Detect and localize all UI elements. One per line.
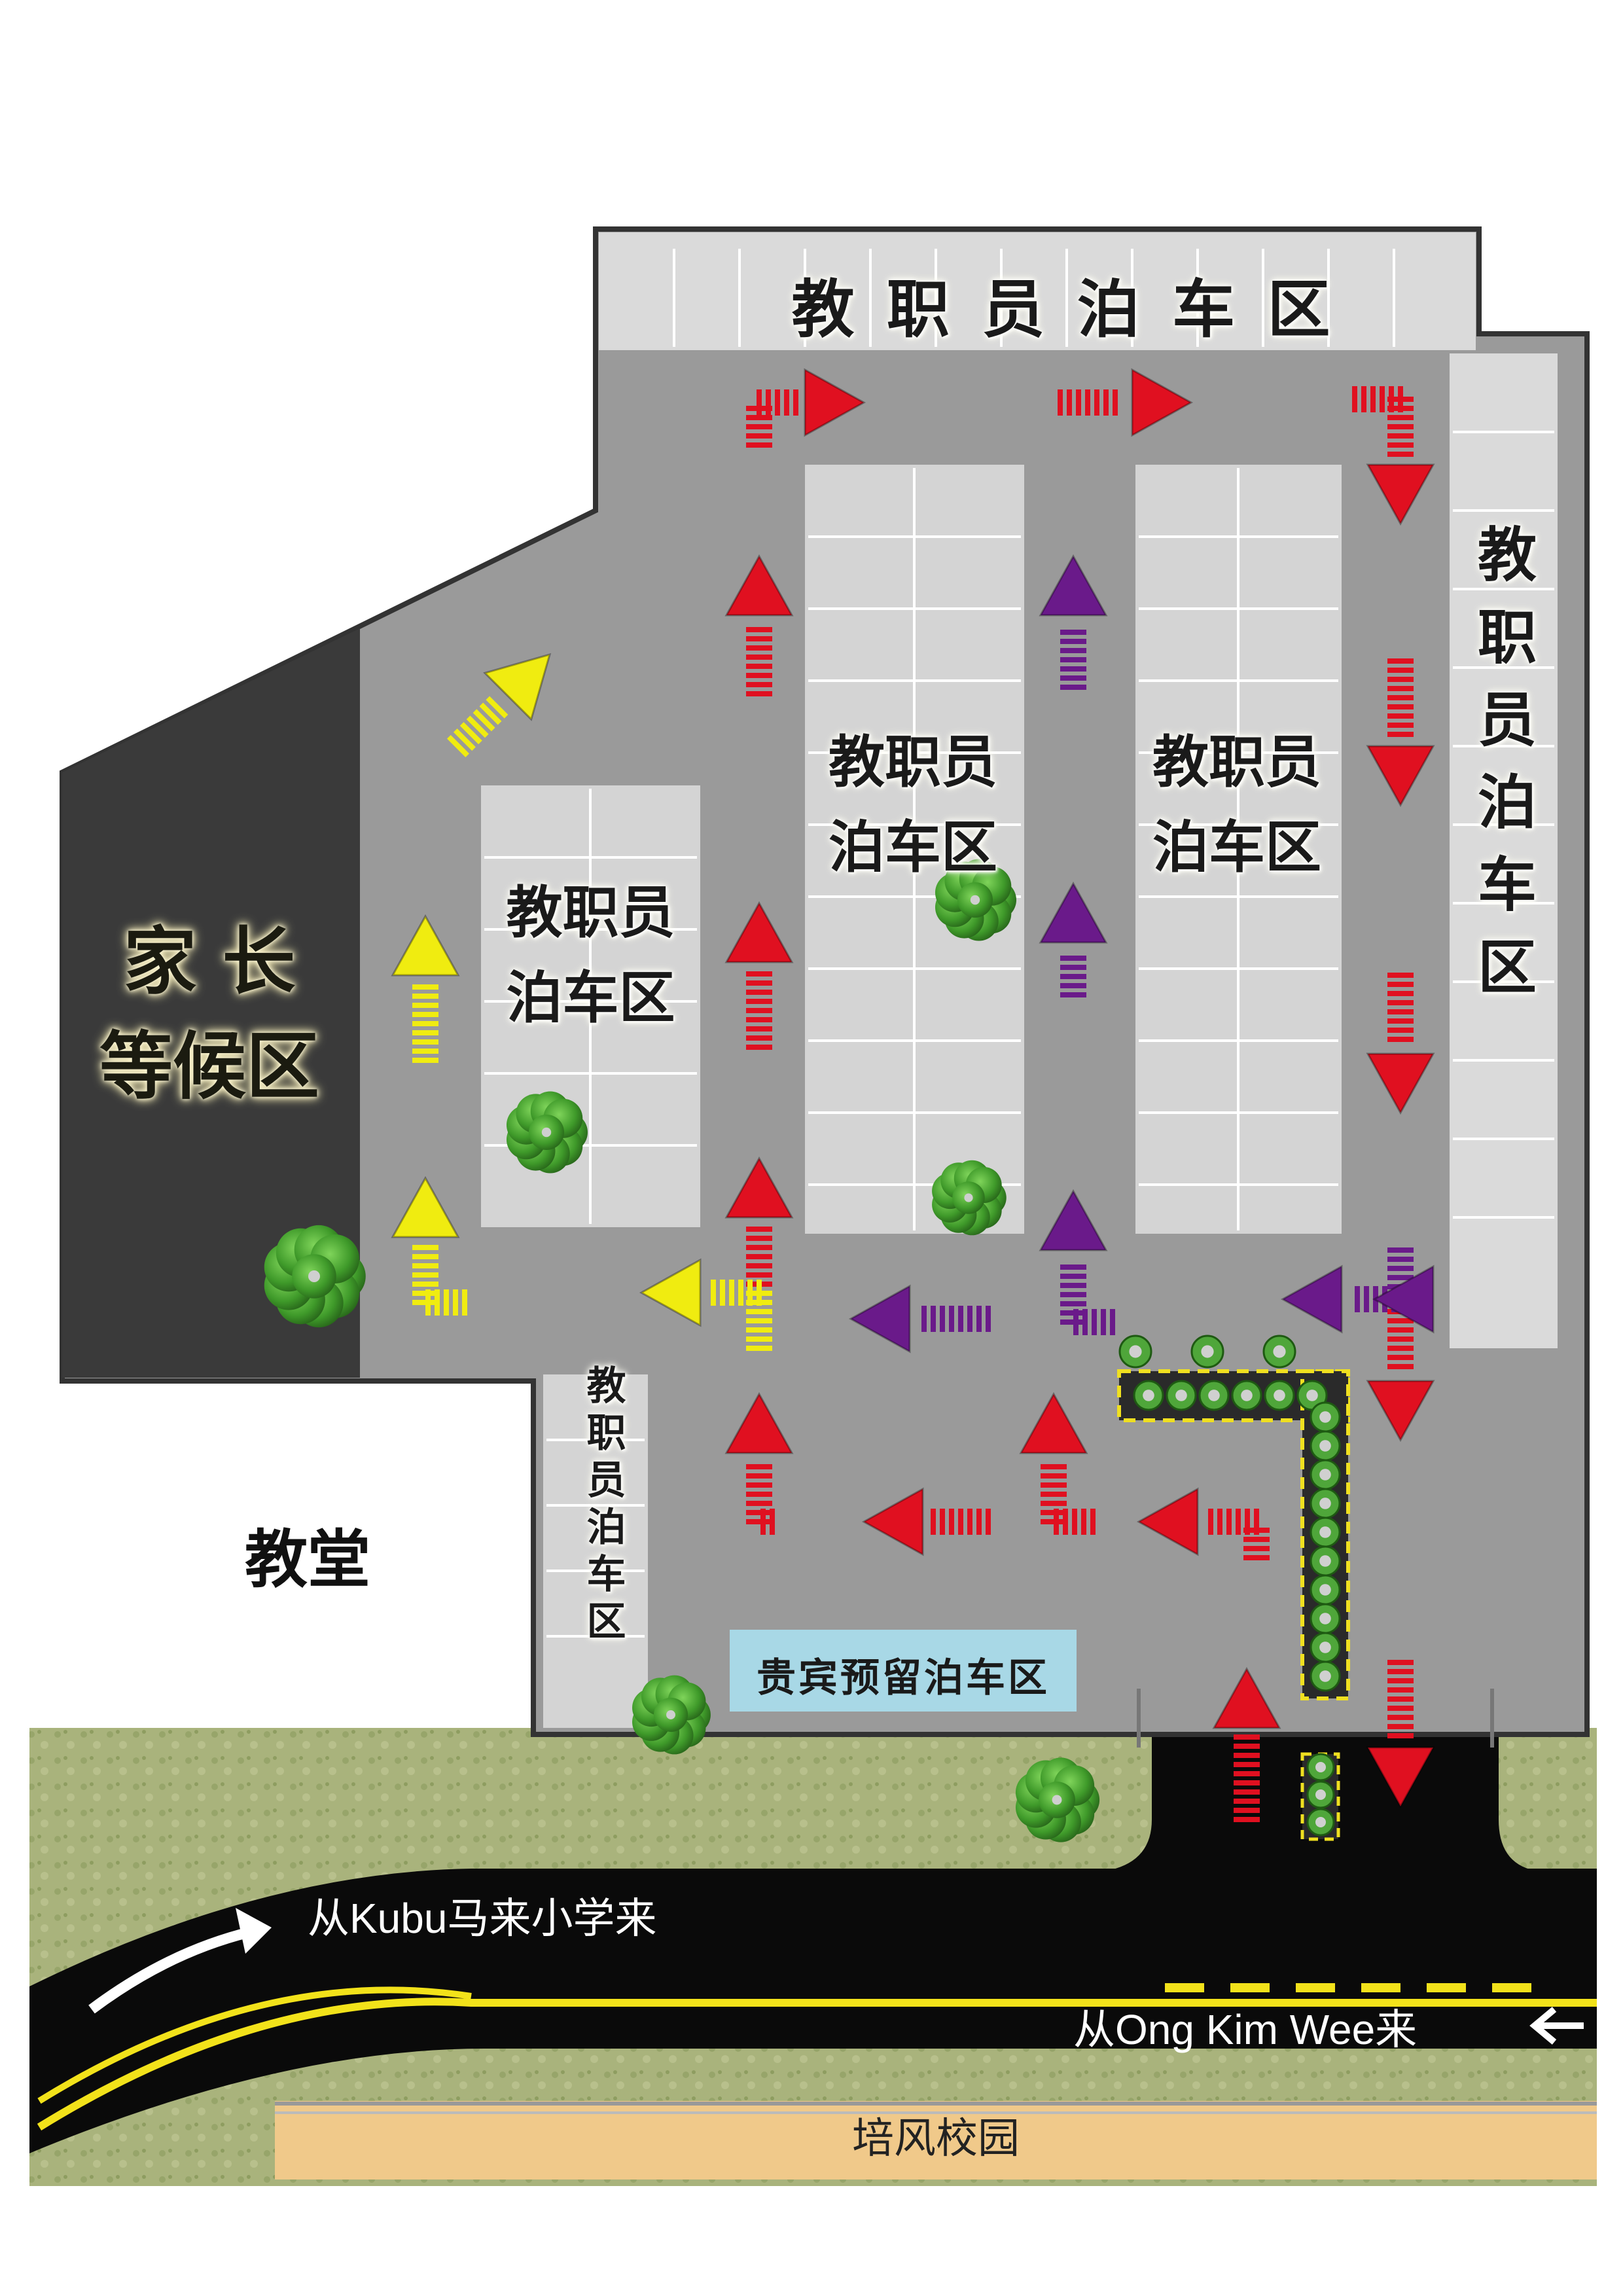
parents-waiting-area [62,628,360,1378]
purple-arrow [1039,554,1108,690]
peifeng-campus-label: 培风校园 [852,2115,1020,2163]
hedge-shrubs [1118,1335,1341,1837]
red-arrow-head [724,1391,794,1524]
tree-icon [264,1225,366,1328]
yellow-arrow [391,914,460,1063]
staff-parking-right-area [1450,353,1558,1348]
from-ong-kim-wee-label: 从Ong Kim Wee来 [1073,2006,1418,2053]
from-kubu-arrow-icon [88,1926,257,2014]
staff-parking-left-label: 教职员 泊车区 [506,880,675,1031]
red-arrow [1366,658,1435,808]
tree-icon [632,1675,711,1755]
staff-parking-top-label: 教 职 员 泊 车 区 [791,272,1336,346]
tree-icon [935,859,1016,941]
vip-reserved-area [730,1630,1077,1712]
staff-parking-center-label: 教职员 泊车区 [1152,729,1321,880]
vip-reserved-label: 贵宾预留泊车区 [757,1655,1050,1701]
from-kubu-arrowhead-icon [236,1908,272,1954]
traffic-arrows [391,368,1435,1822]
purple-arrow [1039,881,1108,997]
road-center-line [37,1998,1597,2131]
from-kubu-label: 从Kubu马来小学来 [308,1895,657,1942]
main-road [29,1869,1597,2153]
gate-posts [1137,1689,1494,1748]
red-arrow [1366,973,1435,1115]
red-arrow [724,554,794,696]
church-label: 教堂 [245,1522,370,1596]
red-arrow [1058,368,1194,437]
yellow-arrow-head [391,1175,460,1305]
red-arrow-head [1019,1391,1088,1524]
tree-icon [506,1091,588,1174]
purple-arrow-stub-head [1372,1265,1435,1334]
tree-icon [1015,1757,1100,1842]
trees [264,859,1100,1842]
parents-waiting-label: 家 长 等候区 [99,919,319,1109]
red-arrow-head [1366,397,1435,526]
staff-parking-right-label: 教职员泊车区 [1467,524,1537,1018]
red-arrow [1366,1660,1435,1809]
red-arrow [861,1487,991,1556]
red-arrow-head [1136,1487,1259,1556]
staff-parking-bottom-left-area [543,1374,648,1728]
yellow-arrow [447,653,552,757]
purple-arrow-head [1039,1189,1108,1325]
red-arrow [1212,1666,1281,1822]
red-arrow [1352,386,1403,412]
red-arrow [724,901,794,1050]
red-arrow-head [757,368,866,437]
staff-parking-bottom-left-label: 教职员泊车区 [580,1365,626,1647]
staff-parking-mid-label: 教职员 泊车区 [829,729,997,880]
tree-icon [932,1160,1007,1236]
purple-arrow [848,1284,991,1354]
yellow-arrow-head [639,1258,762,1327]
road-dashes [1165,1983,1531,1992]
